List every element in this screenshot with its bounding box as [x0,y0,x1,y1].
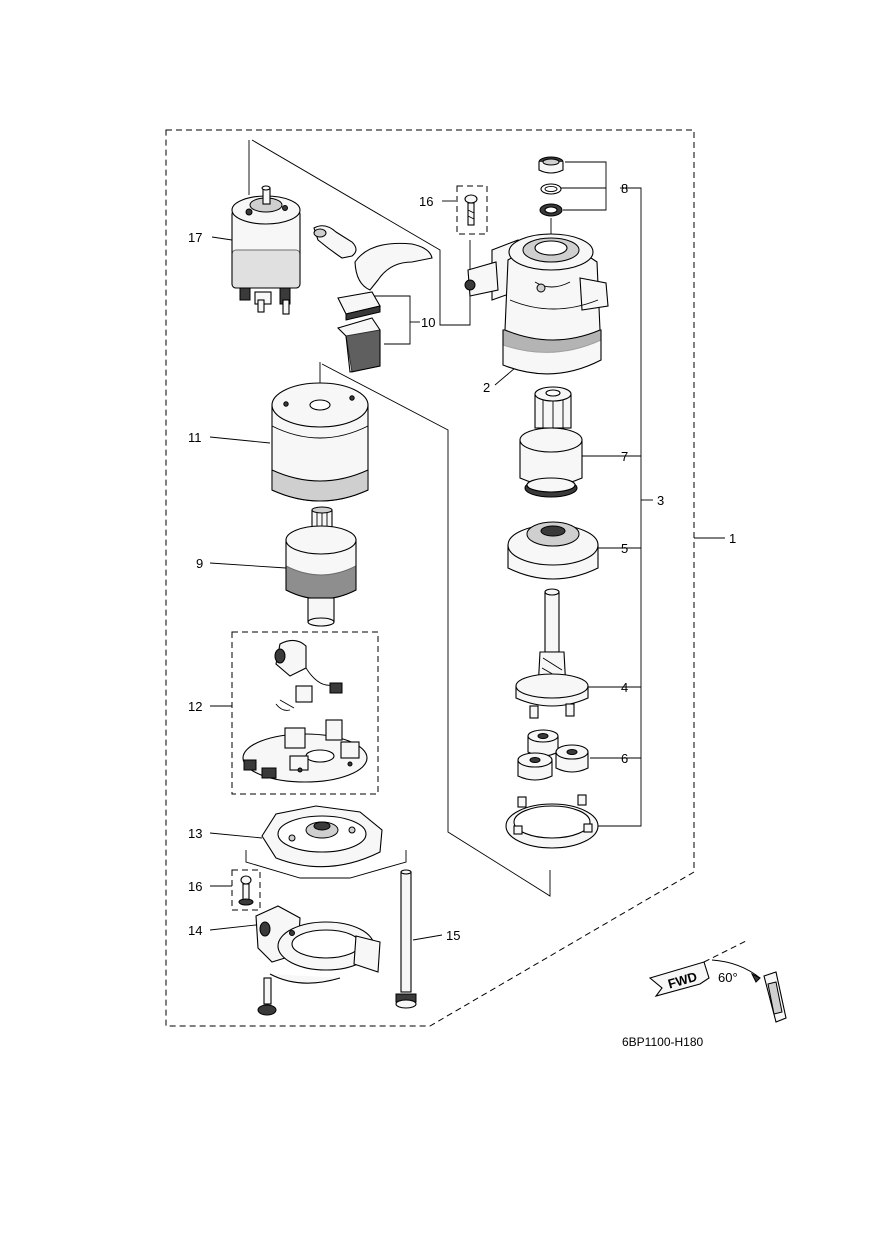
callout-9: 9 [196,556,203,571]
callout-4: 4 [621,680,628,695]
fwd-orientation-symbol: FWD 60° [648,939,787,1023]
part-11-yoke [271,382,369,502]
part-2-drive-housing [464,233,609,375]
callout-17: 17 [188,230,202,245]
callout-14: 14 [188,923,202,938]
part-14-bracket [255,905,381,1016]
callout-10: 10 [421,315,435,330]
assembly-boundary [165,129,695,1027]
part-5-gear-housing [507,521,599,580]
part-10-lever-set [313,225,433,373]
callout-6: 6 [621,751,628,766]
callout-7: 7 [621,449,628,464]
drawing-code: 6BP1100-H180 [622,1035,703,1049]
callout-12: 12 [188,699,202,714]
part-8-cap-and-seals [538,156,564,217]
callout-2: 2 [483,380,490,395]
part-7-pinion [519,386,583,498]
callout-5: 5 [621,541,628,556]
callout-1: 1 [729,531,736,546]
part-15-through-bolt [395,869,417,1009]
part-6-planet-gears [517,729,589,781]
callouts: 1 2 3 4 5 6 7 8 9 10 11 12 13 14 15 16 1… [188,181,736,943]
angle-label: 60° [718,970,738,985]
part-9-armature [285,506,357,627]
part-13-rear-cover [261,805,383,868]
callout-16-lower: 16 [188,879,202,894]
part-17-solenoid [231,185,301,315]
part-3-ring [505,794,599,849]
callout-3: 3 [657,493,664,508]
part-16-screw-lower [231,869,261,911]
callout-16-upper: 16 [419,194,433,209]
callout-8: 8 [621,181,628,196]
leader-lines [209,139,725,941]
part-12-brush-holder [231,631,379,795]
part-16-screw-upper [456,185,488,235]
callout-13: 13 [188,826,202,841]
callout-11: 11 [188,430,202,445]
callout-15: 15 [446,928,460,943]
part-4-planet-shaft [515,588,589,719]
